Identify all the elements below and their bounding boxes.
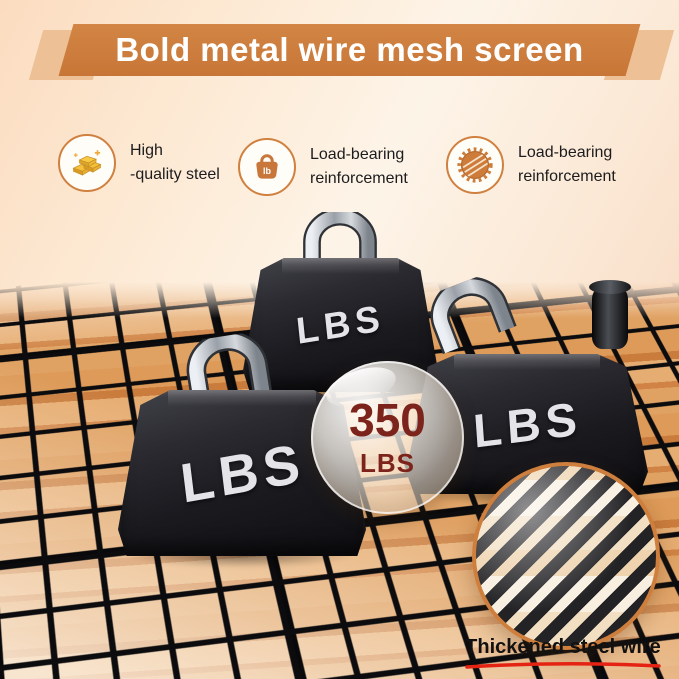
title-banner: Bold metal wire mesh screen <box>0 22 679 78</box>
feature-label-line1: High <box>130 139 220 163</box>
feature-label: Load-bearing reinforcement <box>310 143 408 191</box>
feature-load-bearing-2: Load-bearing reinforcement <box>446 136 616 194</box>
banner-ribbon: Bold metal wire mesh screen <box>66 24 633 76</box>
feature-label: High -quality steel <box>130 139 220 187</box>
burst-badge-icon-circle <box>446 136 504 194</box>
feature-label-line1: Load-bearing <box>310 143 408 167</box>
capacity-value: 350 <box>349 397 426 443</box>
wire-zoom-inset <box>472 462 660 650</box>
weight-lbs-label: LBS <box>177 430 308 515</box>
inset-caption: Thickened steel wire <box>458 636 668 670</box>
weight-icon-lb-text: lb <box>263 166 272 176</box>
feature-label: Load-bearing reinforcement <box>518 141 616 189</box>
capacity-unit: LBS <box>360 448 415 479</box>
feature-label-line2: -quality steel <box>130 163 220 187</box>
gold-bars-icon <box>69 145 105 181</box>
weight-lbs-label: LBS <box>471 390 583 458</box>
weight-handle-icon <box>418 269 520 356</box>
page-title: Bold metal wire mesh screen <box>66 24 633 76</box>
burst-badge-icon <box>456 146 494 184</box>
feature-high-quality-steel: High -quality steel <box>58 134 220 192</box>
inset-caption-text: Thickened steel wire <box>458 636 668 659</box>
red-underline <box>463 660 663 670</box>
feature-label-line2: reinforcement <box>518 165 616 189</box>
feature-load-bearing-1: lb Load-bearing reinforcement <box>238 138 408 196</box>
gold-bars-icon-circle <box>58 134 116 192</box>
feature-label-line2: reinforcement <box>310 167 408 191</box>
feature-label-line1: Load-bearing <box>518 141 616 165</box>
weight-icon: lb <box>249 149 285 185</box>
weight-icon-circle: lb <box>238 138 296 196</box>
capacity-magnifier-lens: 350 LBS <box>311 361 464 514</box>
